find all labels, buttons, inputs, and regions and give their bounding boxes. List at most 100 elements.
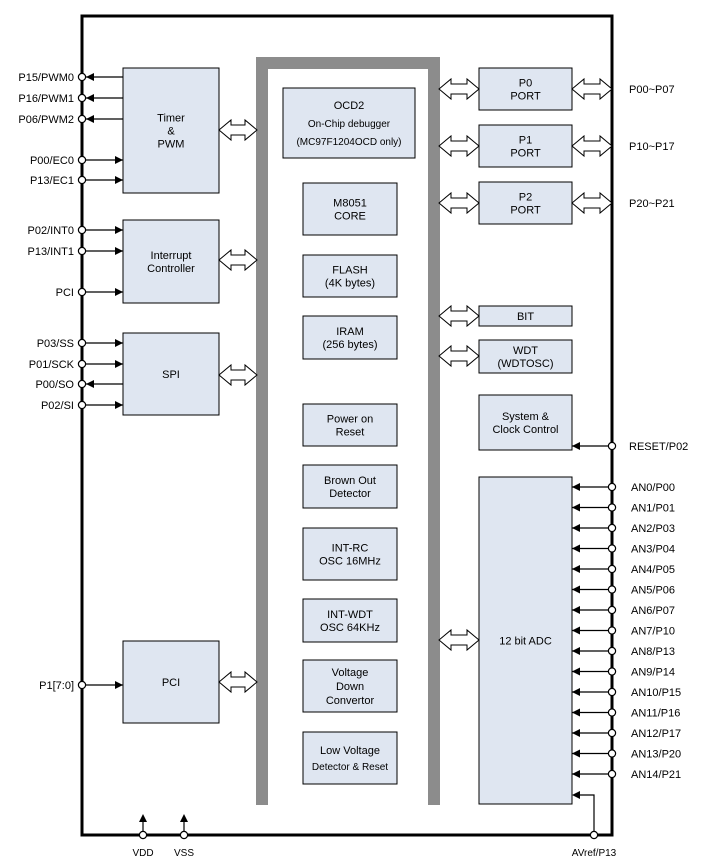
adc-pin-label-14: AN14/P21 [631, 769, 681, 781]
intrc-label-0: INT-RC [332, 543, 369, 555]
adc-arrow-13 [572, 749, 580, 758]
adc-pin-6 [607, 605, 617, 615]
port-pin-label-1: P10~P17 [629, 141, 675, 153]
p0-label-1: PORT [510, 91, 541, 103]
intwdt-label-0: INT-WDT [327, 609, 373, 621]
m8051-box [302, 182, 398, 236]
adc-arrow-9 [572, 667, 580, 676]
adc-pin-5 [607, 585, 617, 594]
spi-box [122, 332, 220, 416]
adc-pin-2 [607, 523, 617, 533]
adc-pin-label-7: AN7/P10 [631, 626, 675, 638]
wdt-block: WDT(WDTOSC) [478, 339, 573, 374]
spi-pin-3-arrow [115, 401, 123, 409]
timer-pin-2-label: P06/PWM2 [18, 114, 74, 126]
por-label-1: Reset [336, 427, 365, 439]
adc-pin-label-6: AN6/P07 [631, 605, 675, 617]
timer-pin-1-arrow [86, 94, 94, 102]
timer-pin-1-label: P16/PWM1 [18, 93, 74, 105]
vdd-label: VDD [132, 848, 153, 859]
interrupt-pin-0-label: P02/INT0 [28, 225, 74, 237]
sysclk-label-0: System & [502, 411, 550, 423]
p1-label-1: PORT [510, 148, 541, 160]
adc-label-0: 12 bit ADC [499, 636, 552, 648]
ocd2-label-0: OCD2 [334, 100, 365, 112]
vdd-pin [138, 830, 148, 840]
p0-label-0: P0 [519, 78, 532, 90]
p2-bus-arrow [438, 191, 480, 215]
flash-label-1: (4K bytes) [325, 278, 375, 290]
pci-label-0: PCI [162, 677, 180, 689]
por-label-0: Power on [327, 414, 373, 426]
timer-block: Timer&PWM [122, 67, 220, 194]
vdc-label-0: Voltage [332, 667, 369, 679]
adc-pin-14 [607, 769, 617, 779]
timer-pin-0-arrow [86, 73, 94, 81]
intrc-label-1: OSC 16MHz [319, 556, 381, 568]
spi-pin-2-pin [77, 379, 87, 389]
timer-pin-1-pin [77, 93, 87, 103]
adc-pin-label-4: AN4/P05 [631, 564, 675, 576]
timer-pin-3-pin [77, 155, 87, 165]
p0-box [478, 67, 573, 111]
bod-box [302, 464, 398, 509]
pci-pin-0-pin [77, 680, 87, 690]
pci-pin-0-label: P1[7:0] [39, 680, 74, 692]
pci-block: PCI [122, 640, 220, 724]
pci-pin-0-arrow [115, 681, 123, 689]
timer-label-2: PWM [158, 139, 185, 151]
internal-bus-top [256, 57, 440, 69]
p1-box [478, 124, 573, 168]
avref-pin [589, 830, 599, 840]
bit-block: BIT [478, 305, 573, 327]
adc-pin-label-12: AN12/P17 [631, 728, 681, 740]
adc-pin-label-8: AN8/P13 [631, 646, 675, 658]
spi-label-0: SPI [162, 369, 180, 381]
adc-arrow-12 [572, 729, 580, 737]
timer-pin-0-pin [77, 72, 87, 82]
p2-label-0: P2 [519, 192, 532, 204]
iram-box [302, 315, 398, 360]
adc-arrow-0 [572, 483, 580, 491]
reset-pin-label: RESET/P02 [629, 441, 688, 453]
sysclk-label-1: Clock Control [492, 424, 558, 436]
interrupt-pin-0-arrow [115, 226, 123, 234]
adc-bus-arrow [438, 628, 480, 652]
lvd-label-1: Detector & Reset [312, 762, 388, 773]
avref-label: AVref/P13 [572, 848, 617, 859]
adc-pin-4 [607, 564, 617, 574]
timer-pin-4-label: P13/EC1 [30, 175, 74, 187]
iram-label-1: (256 bytes) [322, 339, 377, 351]
lvd-box [302, 731, 398, 785]
timer-pin-2-arrow [86, 115, 94, 123]
interrupt-pin-1-label: P13/INT1 [28, 246, 74, 258]
bod-label-1: Detector [329, 488, 371, 500]
adc-arrow-14 [572, 770, 580, 778]
adc-arrow-4 [572, 565, 580, 573]
wdt-label-0: WDT [513, 345, 538, 357]
wdt-label-1: (WDTOSC) [497, 358, 553, 370]
intwdt-box [302, 598, 398, 643]
timer-label-0: Timer [157, 113, 185, 125]
m8051-label-0: M8051 [333, 198, 367, 210]
adc-pin-label-10: AN10/P15 [631, 687, 681, 699]
spi-pin-2-label: P00/SO [35, 379, 74, 391]
adc-pin-label-1: AN1/P01 [631, 503, 675, 515]
timer-pin-3-label: P00/EC0 [30, 155, 74, 167]
pci-bus-arrow [218, 670, 258, 694]
interrupt-label-0: Interrupt [151, 250, 192, 262]
ocd2-box [282, 87, 416, 159]
intwdt-block: INT-WDTOSC 64KHz [302, 598, 398, 643]
adc-pin-label-2: AN2/P03 [631, 523, 675, 535]
interrupt-pin-0-pin [77, 225, 87, 235]
adc-arrow-2 [572, 524, 580, 532]
adc-pin-7 [607, 626, 617, 635]
lvd-label-0: Low Voltage [320, 745, 380, 757]
timer-pin-4-arrow [115, 176, 123, 184]
